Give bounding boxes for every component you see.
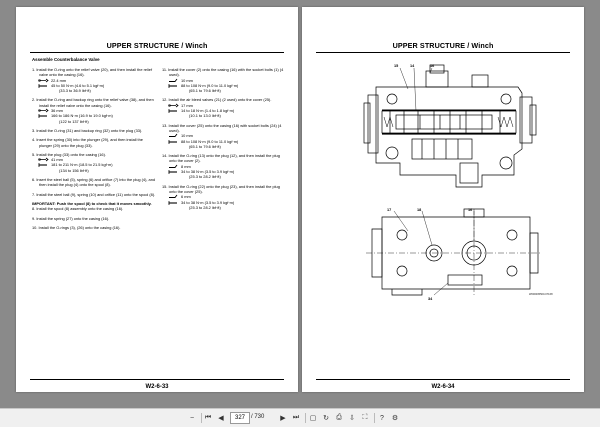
- torque-imperial: (25.3 to 28.2 lbf·ft): [189, 174, 221, 180]
- torque-imperial: (65.1 to 79.6 lbf·ft): [189, 88, 221, 94]
- prev-page-icon[interactable]: ◀: [218, 415, 224, 422]
- save-icon[interactable]: ⇩: [349, 415, 355, 422]
- header-rule: [316, 52, 570, 53]
- footer-rule: [316, 379, 570, 380]
- first-page-icon[interactable]: ⏮: [204, 414, 212, 421]
- wrench-icon: [38, 157, 49, 162]
- help-icon[interactable]: ?: [380, 414, 384, 422]
- hex-key-icon: [169, 164, 178, 168]
- torque-spec: 14 to 18 N·m (1.4 to 1.8 kgf·m): [162, 108, 286, 114]
- torque-icon: [38, 163, 47, 168]
- hex-key-icon: [169, 78, 178, 82]
- torque-imperial: (33.3 to 36.9 lbf·ft): [59, 88, 91, 94]
- left-page: UPPER STRUCTURE / Winch Assemble Counter…: [16, 7, 298, 392]
- callout-14: 14: [410, 64, 415, 68]
- total-pages-label: / 730: [251, 414, 265, 420]
- torque-spec: 88 to 108 N·m (9.0 to 11.0 kgf·m): [162, 139, 286, 144]
- step-14: 14. Install the O-ring (13) onto the plu…: [162, 153, 280, 164]
- torque-icon: [168, 170, 177, 175]
- step-12: 12. Install the air bleed valves (21) (2…: [162, 97, 272, 103]
- next-page-icon[interactable]: ▶: [280, 415, 286, 422]
- zoom-out-icon[interactable]: −: [189, 414, 195, 422]
- torque-spec: 45 to 50 N·m (4.6 to 5.1 kgf·m): [32, 83, 156, 88]
- right-page: UPPER STRUCTURE / Winch: [302, 7, 584, 392]
- current-page-input[interactable]: 327: [230, 412, 250, 424]
- step-11: 11. Install the cover (2) onto the casin…: [162, 67, 284, 78]
- wrench-size-spec: 36 mm: [32, 108, 156, 113]
- settings-icon[interactable]: ⚙: [391, 415, 399, 422]
- callout-16: 16: [468, 208, 472, 212]
- step-1: 1. Install the O-ring onto the relief va…: [32, 67, 153, 78]
- torque-spec: 166 to 186 N·m (16.9 to 19.0 kgf·m): [32, 113, 156, 119]
- torque-icon: [168, 83, 177, 88]
- torque-icon: [38, 83, 47, 88]
- fit-page-icon[interactable]: ▢: [309, 415, 317, 422]
- section-title: Assemble Counterbalance Valve: [32, 57, 100, 62]
- step-10: 10. Install the O-rings (3), (26) onto t…: [32, 224, 121, 230]
- page-number: W2-6-33: [145, 384, 169, 390]
- torque-imperial: (65.1 to 79.6 lbf·ft): [189, 143, 221, 149]
- wrench-size-spec: 22.4 mm: [32, 78, 156, 83]
- wrench-size-spec: 6 mm: [162, 194, 286, 199]
- rotate-icon[interactable]: ↻: [323, 415, 329, 422]
- casing-external-drawing: 17 18 16 34: [366, 208, 540, 301]
- print-icon[interactable]: ⎙: [336, 414, 342, 421]
- torque-spec: 181 to 211 N·m (18.5 to 21.5 kgf·m): [32, 162, 156, 168]
- instructions-column-2: 11. Install the cover (2) onto the casin…: [162, 67, 286, 210]
- hex-key-icon: [169, 133, 178, 138]
- torque-imperial: (134 to 156 lbf·ft): [59, 167, 89, 173]
- torque-imperial: (10.1 to 13.0 lbf·ft): [189, 113, 221, 119]
- toolbar-divider: [305, 413, 306, 423]
- callout-15: 15: [394, 64, 398, 68]
- fullscreen-icon[interactable]: ⛶: [362, 414, 368, 421]
- step-2: 2. Install the O-ring and backup ring on…: [32, 97, 154, 108]
- wrench-size-spec: 41 mm: [32, 157, 156, 162]
- torque-spec: 34 to 38 N·m (3.5 to 3.9 kgf·m): [162, 200, 286, 205]
- callout-18: 18: [417, 208, 421, 212]
- torque-icon: [168, 200, 177, 205]
- page-header-title: UPPER STRUCTURE / Winch: [106, 41, 208, 50]
- step-5: 5. Install the plug (33) onto the casing…: [32, 151, 106, 157]
- footer-rule: [30, 379, 284, 380]
- wrench-icon: [168, 103, 179, 108]
- step-8: 8. Install the spool (8) assembly onto t…: [32, 206, 124, 212]
- wrench-icon: [38, 78, 49, 82]
- step-15: 15. Install the O-ring (22) onto the plu…: [162, 183, 280, 194]
- figure-code: W000005500-07168: [529, 293, 553, 296]
- step-6: 6. Insert the steel ball (5), spring (6)…: [32, 177, 156, 188]
- page-number: W2-6-34: [431, 384, 455, 390]
- wrench-size-spec: 8 mm: [162, 164, 286, 169]
- wrench-size-spec: 17 mm: [162, 103, 286, 108]
- torque-spec: 34 to 38 N·m (3.5 to 3.9 kgf·m): [162, 169, 286, 175]
- wrench-size-spec: 10 mm: [162, 133, 286, 138]
- viewer-toolbar: − ⏮ ◀ 327 / 730 ▶ ⏭ ▢ ↻ ⎙ ⇩ ⛶ ? ⚙: [0, 408, 600, 427]
- hex-key-icon: [169, 194, 178, 199]
- toolbar-divider: [201, 413, 202, 423]
- step-3: 3. Install the O-ring (31) and backup ri…: [32, 127, 143, 133]
- torque-icon: [168, 109, 177, 114]
- step-7: 7. Install the steel ball (9), spring (1…: [32, 191, 156, 197]
- valve-section-drawing: 15 14 16: [363, 64, 537, 188]
- torque-icon: [38, 114, 47, 119]
- torque-spec: 88 to 108 N·m (9.0 to 11.0 kgf·m): [162, 83, 286, 88]
- instructions-column-1: 1. Install the O-ring onto the relief va…: [32, 67, 156, 230]
- page-header-title: UPPER STRUCTURE / Winch: [392, 41, 494, 50]
- header-rule: [30, 52, 284, 53]
- callout-17: 17: [387, 208, 391, 212]
- torque-icon: [168, 139, 177, 144]
- wrench-size-spec: 10 mm: [162, 78, 286, 83]
- callout-34: 34: [428, 297, 433, 301]
- callout-16: 16: [430, 64, 434, 68]
- torque-imperial: (25.3 to 28.2 lbf·ft): [189, 204, 221, 210]
- last-page-icon[interactable]: ⏭: [292, 414, 300, 421]
- step-4: 4. Insert the spring (30) into the plung…: [32, 137, 143, 148]
- torque-imperial: (122 to 137 lbf·ft): [59, 118, 89, 124]
- step-13: 13. Install the cover (25) onto the casi…: [162, 122, 282, 133]
- step-9: 9. Install the spring (27) onto the casi…: [32, 215, 110, 221]
- wrench-icon: [38, 108, 49, 113]
- important-note: IMPORTANT: Push the spool (8) to check t…: [32, 200, 152, 206]
- toolbar-divider: [374, 413, 375, 423]
